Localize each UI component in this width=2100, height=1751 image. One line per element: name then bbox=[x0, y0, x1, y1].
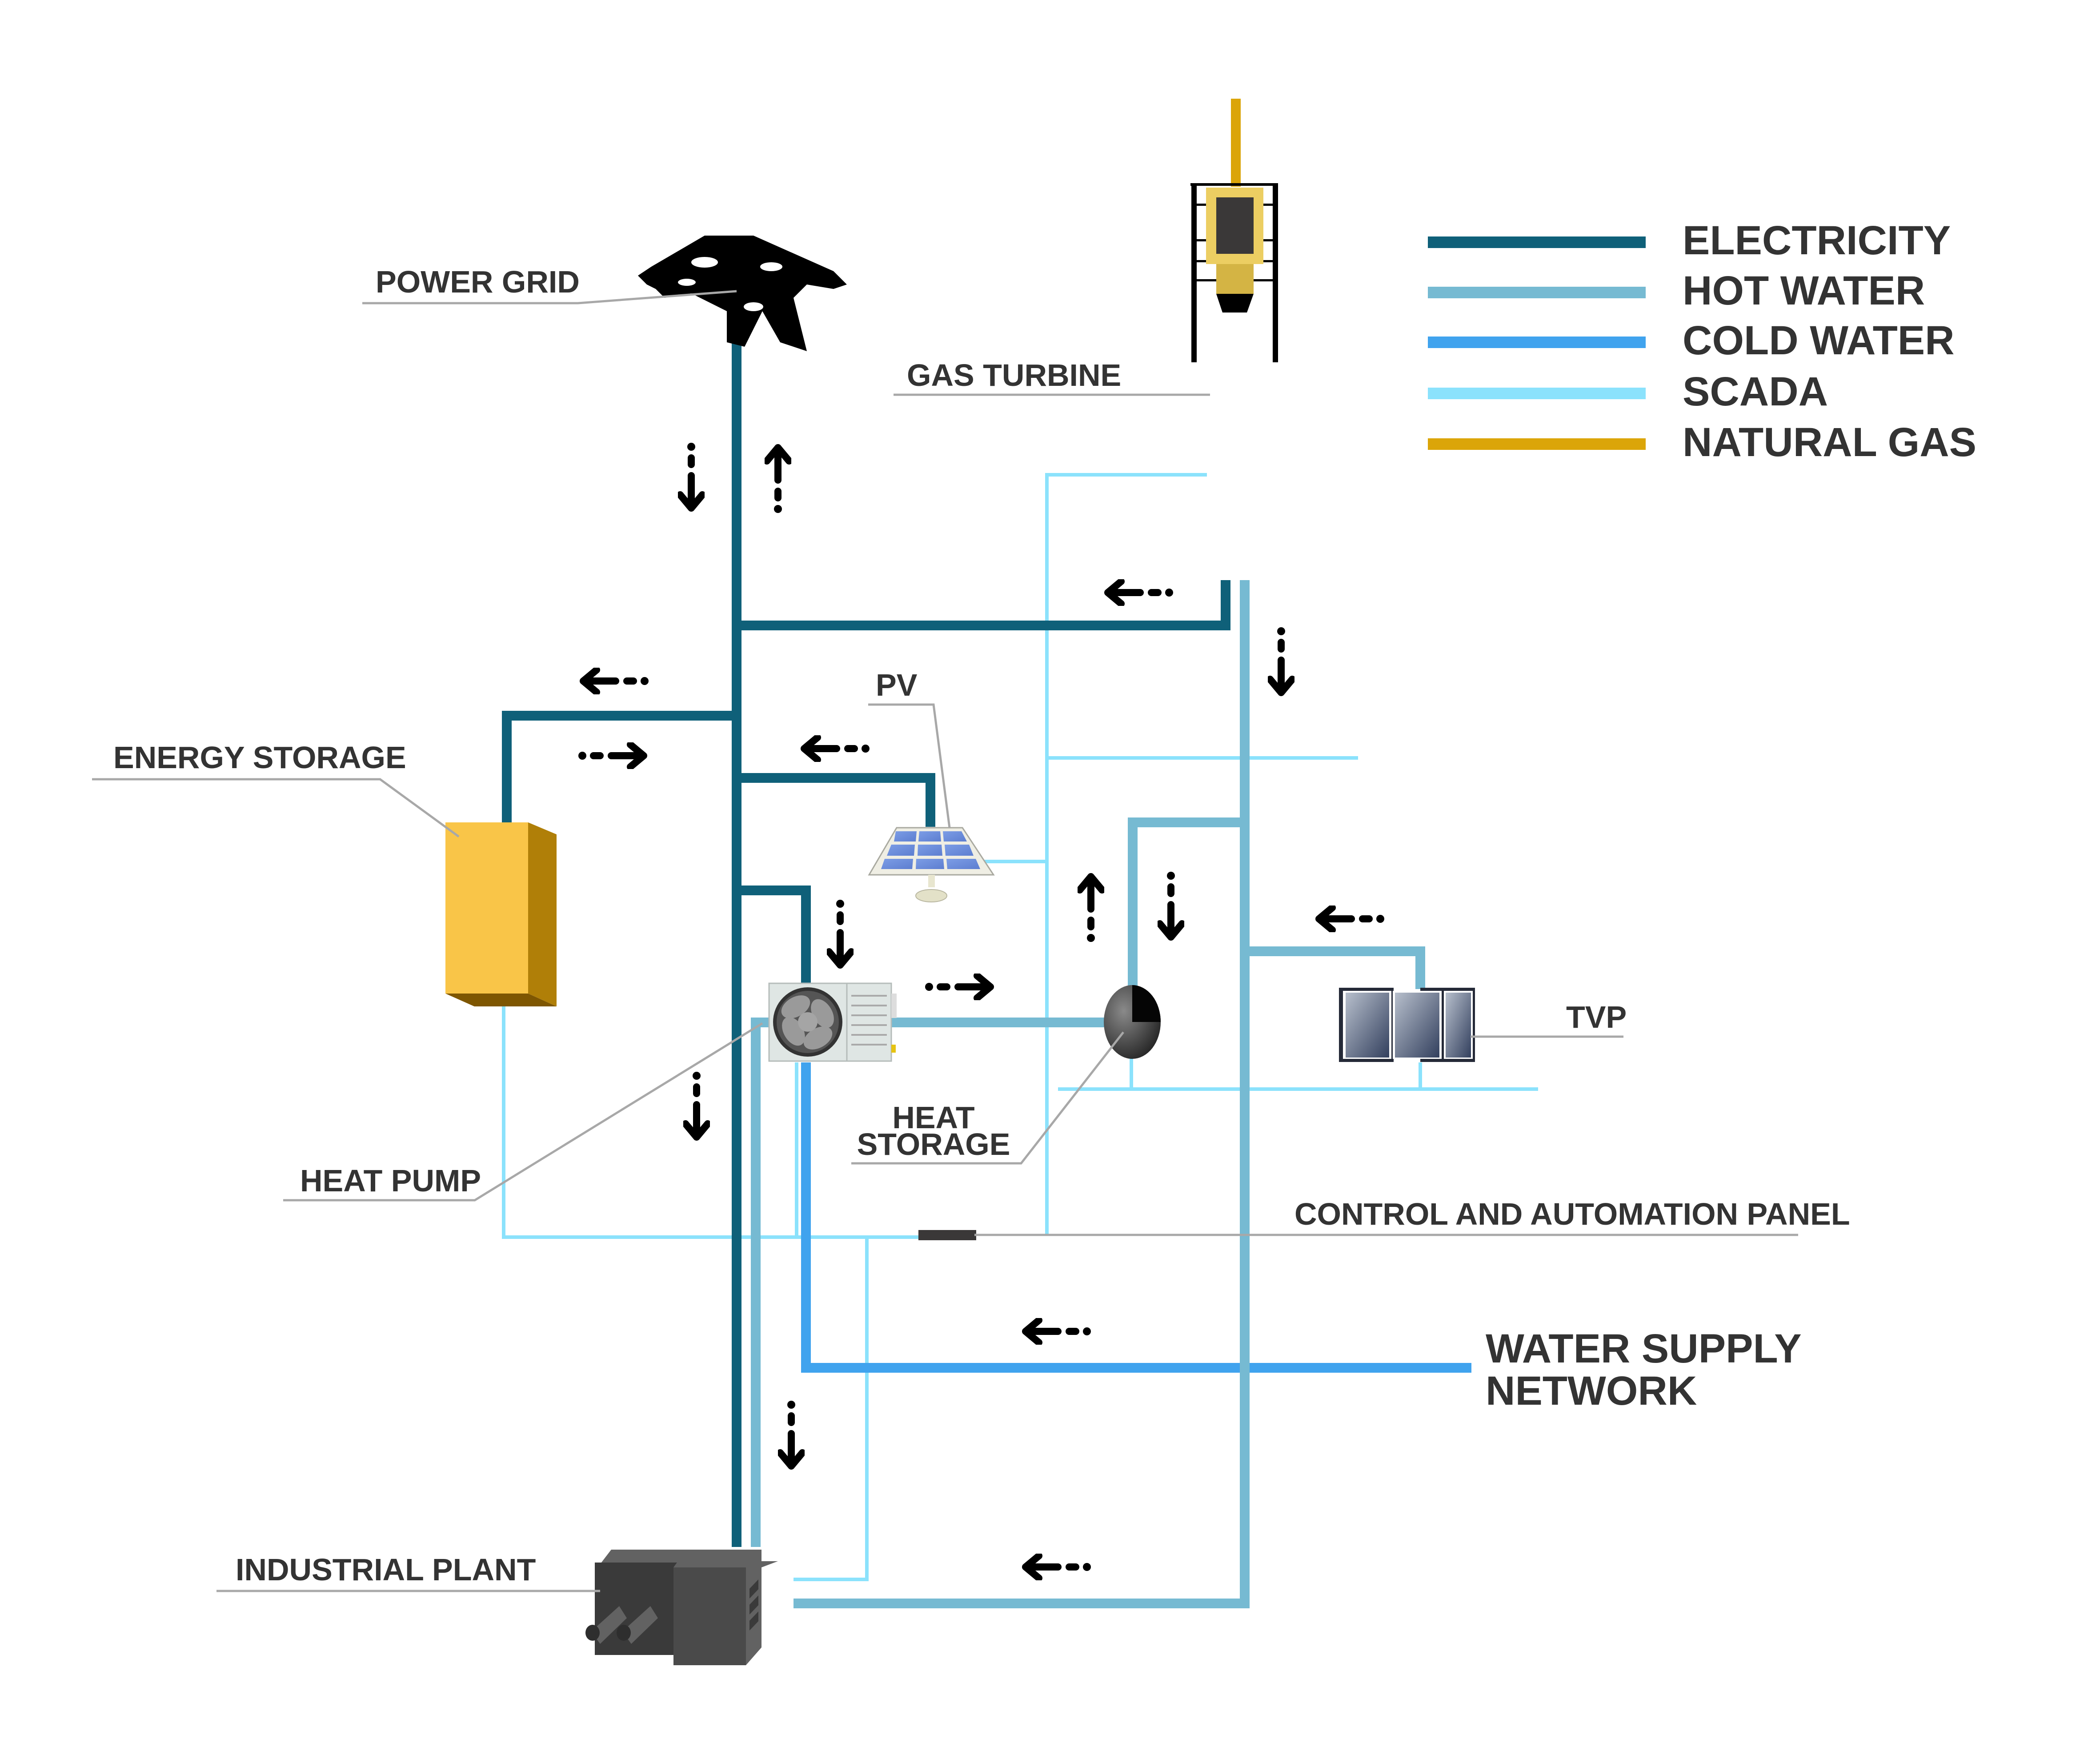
electricity-heatpump-line bbox=[737, 886, 811, 985]
label-water-supply-line2: NETWORK bbox=[1486, 1368, 1697, 1414]
control-panel-bar-icon[interactable] bbox=[918, 1230, 976, 1240]
arrow-left-icon bbox=[1026, 1320, 1091, 1342]
arrow-left-icon bbox=[1108, 581, 1173, 604]
legend-swatch bbox=[1428, 337, 1646, 348]
label-heat-storage-line1: HEAT bbox=[892, 1100, 974, 1135]
leader-lines bbox=[92, 290, 1798, 1592]
legend-item-cold-water: COLD WATER bbox=[1428, 318, 1955, 363]
label-tvp: TVP bbox=[1566, 1000, 1627, 1034]
hot-water-heatpump-to-plant bbox=[751, 1018, 773, 1547]
arrow-up-icon bbox=[767, 448, 789, 513]
leader-pv bbox=[868, 703, 951, 828]
heat-pump-fan-icon[interactable] bbox=[768, 982, 897, 1062]
arrow-right-icon bbox=[925, 976, 990, 998]
label-pv: PV bbox=[876, 668, 918, 702]
label-control-panel: CONTROL AND AUTOMATION PANEL bbox=[1294, 1197, 1850, 1231]
arrow-left-icon bbox=[1319, 908, 1384, 930]
electricity-turbine-line bbox=[737, 580, 1230, 630]
electricity-storage-line bbox=[502, 711, 737, 822]
leader-heat-storage bbox=[851, 1031, 1124, 1165]
label-gas-turbine: GAS TURBINE bbox=[907, 358, 1121, 393]
legend-swatch bbox=[1428, 287, 1646, 298]
transmission-tower-icon[interactable] bbox=[638, 236, 847, 351]
legend-label: SCADA bbox=[1683, 369, 1828, 414]
hot-water-network bbox=[751, 580, 1425, 1608]
gas-turbine-icon[interactable] bbox=[1190, 183, 1278, 362]
factory-icon[interactable] bbox=[585, 1550, 778, 1665]
label-power-grid: POWER GRID bbox=[376, 264, 580, 299]
scada-line-plant bbox=[794, 1237, 869, 1581]
legend-label: HOT WATER bbox=[1683, 268, 1925, 313]
label-water-supply-line1: WATER SUPPLY bbox=[1486, 1326, 1802, 1371]
label-heat-storage-line2: STORAGE bbox=[857, 1127, 1010, 1162]
legend-item-electricity: ELECTRICITY bbox=[1428, 218, 1951, 263]
label-industrial-plant: INDUSTRIAL PLANT bbox=[236, 1552, 536, 1587]
component-labels: POWER GRID GAS TURBINE ENERGY STORAGE PV… bbox=[113, 264, 1850, 1587]
legend-swatch bbox=[1428, 438, 1646, 450]
legend-label: NATURAL GAS bbox=[1683, 420, 1976, 465]
hot-water-tvp bbox=[1245, 946, 1425, 989]
scada-line-storage bbox=[502, 1002, 920, 1239]
legend-swatch bbox=[1428, 236, 1646, 248]
legend: ELECTRICITY HOT WATER COLD WATER SCADA N… bbox=[1428, 218, 1976, 465]
thermal-pv-panel-icon[interactable] bbox=[1339, 988, 1475, 1062]
legend-swatch bbox=[1428, 388, 1646, 399]
legend-item-natural-gas: NATURAL GAS bbox=[1428, 420, 1976, 465]
arrow-down-icon bbox=[1270, 627, 1292, 693]
battery-box-icon[interactable] bbox=[445, 822, 557, 1006]
arrow-down-icon bbox=[680, 443, 702, 508]
leader-heat-pump bbox=[283, 1022, 763, 1202]
arrow-up-icon bbox=[1080, 877, 1102, 942]
label-heat-pump: HEAT PUMP bbox=[300, 1163, 481, 1198]
electricity-pv-line bbox=[737, 773, 935, 827]
flow-arrows bbox=[578, 443, 1384, 1578]
legend-item-hot-water: HOT WATER bbox=[1428, 268, 1925, 313]
label-energy-storage: ENERGY STORAGE bbox=[113, 740, 406, 775]
arrow-left-icon bbox=[1026, 1556, 1091, 1578]
hot-water-heat-storage-loop bbox=[1128, 817, 1245, 998]
hot-water-main bbox=[794, 580, 1250, 1608]
arrow-down-icon bbox=[829, 900, 851, 965]
arrow-left-icon bbox=[804, 737, 870, 760]
leader-power-grid bbox=[362, 290, 737, 305]
leader-energy-storage bbox=[92, 778, 460, 838]
electricity-network bbox=[502, 342, 1230, 1547]
arrow-right-icon bbox=[578, 745, 644, 767]
legend-label: COLD WATER bbox=[1683, 318, 1955, 363]
arrow-left-icon bbox=[583, 670, 649, 692]
solar-panel-icon[interactable] bbox=[868, 827, 995, 902]
arrow-down-icon bbox=[685, 1072, 708, 1137]
arrow-down-icon bbox=[1160, 872, 1182, 937]
legend-label: ELECTRICITY bbox=[1683, 218, 1951, 263]
legend-item-scada: SCADA bbox=[1428, 369, 1828, 414]
scada-line-turbine bbox=[1045, 473, 1207, 1236]
arrow-down-icon bbox=[780, 1401, 802, 1466]
